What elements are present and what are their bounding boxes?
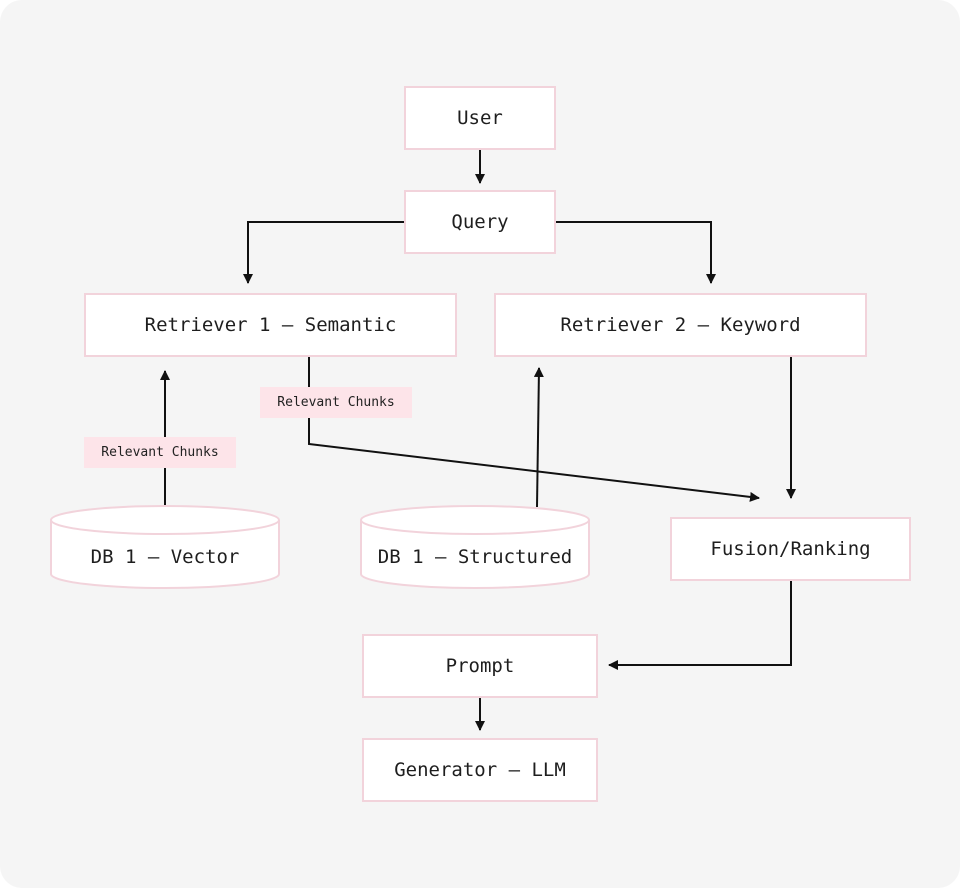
node-user-label: User [457,107,503,129]
edge-label-vector-semantic-text: Relevant Chunks [101,445,219,460]
edge-structured-keyword [533,367,544,508]
node-fusion-ranking[interactable]: Fusion/Ranking [670,517,911,581]
db-vector-cylinder [50,520,280,589]
edge-semantic-fusion [308,356,760,502]
node-prompt[interactable]: Prompt [362,634,598,698]
edge-label-vector-semantic: Relevant Chunks [84,437,236,468]
db-structured-cylinder-top [360,505,590,535]
node-db-vector-label: DB 1 – Vector [90,546,240,568]
db-vector-cylinder-top [50,505,280,535]
db-structured-cylinder [360,520,590,589]
node-db-structured-label: DB 1 – Structured [377,546,573,568]
node-user[interactable]: User [404,86,556,150]
edge-query-keyword [556,221,716,284]
node-db-vector[interactable]: DB 1 – Vector [51,534,279,580]
node-retriever-semantic[interactable]: Retriever 1 – Semantic [84,293,457,357]
edge-label-semantic-fusion-text: Relevant Chunks [277,395,395,410]
edge-label-semantic-fusion: Relevant Chunks [260,387,412,418]
node-query-label: Query [451,211,509,233]
node-generator-llm-label: Generator – LLM [394,759,566,781]
node-retriever-keyword-label: Retriever 2 – Keyword [560,314,801,336]
node-fusion-ranking-label: Fusion/Ranking [710,538,871,560]
node-prompt-label: Prompt [445,655,515,677]
edge-fusion-prompt [608,580,792,670]
node-query[interactable]: Query [404,190,556,254]
edge-query-semantic [243,221,404,284]
node-generator-llm[interactable]: Generator – LLM [362,738,598,802]
node-retriever-keyword[interactable]: Retriever 2 – Keyword [494,293,867,357]
node-db-structured[interactable]: DB 1 – Structured [361,534,589,580]
node-retriever-semantic-label: Retriever 1 – Semantic [144,314,397,336]
